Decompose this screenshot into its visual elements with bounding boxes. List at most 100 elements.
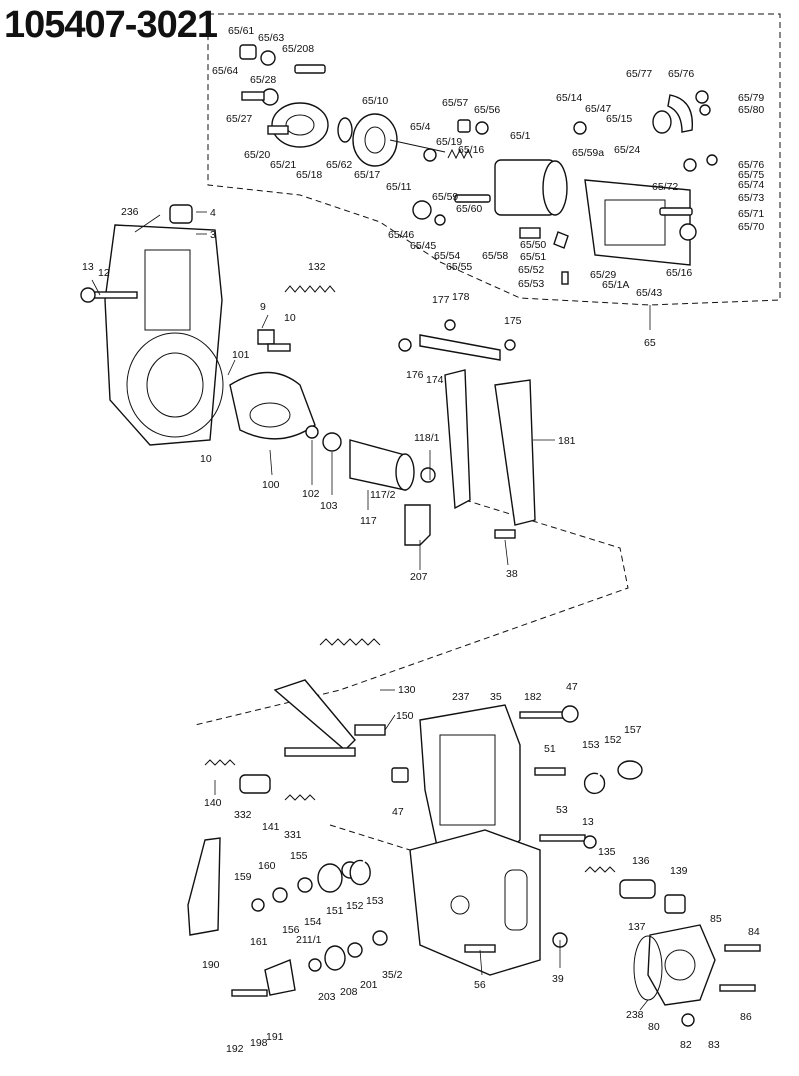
label-65-16: 65/16 xyxy=(458,144,484,156)
subassembly-65-outline xyxy=(207,13,781,306)
leader-lines xyxy=(91,211,651,1011)
label-38: 38 xyxy=(506,568,518,580)
label-85: 85 xyxy=(710,913,722,925)
label-65-76b: 65/76 xyxy=(738,159,764,171)
label-9: 9 xyxy=(260,301,266,313)
part-65-63 xyxy=(260,50,276,66)
label-10b: 10 xyxy=(200,453,212,465)
label-3: 3 xyxy=(210,229,216,241)
part-103-washer xyxy=(322,432,342,452)
part-65-80 xyxy=(699,104,711,116)
part-13-nut-lower xyxy=(583,835,597,849)
label-86: 86 xyxy=(740,1011,752,1023)
part-4-cap xyxy=(169,204,193,224)
part-65-14 xyxy=(573,121,587,135)
label-201: 201 xyxy=(360,979,378,991)
label-103: 103 xyxy=(320,500,338,512)
label-150: 150 xyxy=(396,710,414,722)
label-198: 198 xyxy=(250,1037,268,1049)
part-207-bracket xyxy=(404,504,431,546)
washer-stack xyxy=(251,859,371,912)
label-161: 161 xyxy=(250,936,268,948)
label-101: 101 xyxy=(232,349,250,361)
part-86-bolt xyxy=(719,984,756,992)
label-135: 135 xyxy=(598,846,616,858)
label-65-53: 65/53 xyxy=(518,278,544,290)
part-331-spring xyxy=(284,794,316,801)
label-140: 140 xyxy=(204,797,222,809)
label-65-29: 65/29 xyxy=(590,269,616,281)
part-65-19-spring xyxy=(447,148,473,160)
part-201-stack xyxy=(308,930,388,972)
part-65-57 xyxy=(457,119,471,133)
part-177-pin xyxy=(444,319,456,331)
part-136-sleeve xyxy=(619,879,656,899)
labels-upper: 236 4 3 13 12 132 9 10 101 10 100 102 10… xyxy=(82,206,576,583)
part-102-washer xyxy=(305,425,319,439)
part-65-28 xyxy=(241,88,279,106)
label-65-19: 65/19 xyxy=(436,136,462,148)
label-65-17: 65/17 xyxy=(354,169,380,181)
part-181-lever xyxy=(494,379,536,526)
label-190: 190 xyxy=(202,959,220,971)
label-159: 159 xyxy=(234,871,252,883)
part-65-53 xyxy=(561,271,569,285)
part-65-60 xyxy=(454,194,491,203)
label-65-46: 65/46 xyxy=(388,229,414,241)
label-56: 56 xyxy=(474,979,486,991)
label-238: 238 xyxy=(626,1009,644,1021)
label-156: 156 xyxy=(282,924,300,936)
label-4: 4 xyxy=(210,207,216,219)
label-178: 178 xyxy=(452,291,470,303)
part-157-nut xyxy=(617,760,643,780)
label-65-1a: 65/1A xyxy=(602,279,629,291)
label-132: 132 xyxy=(308,261,326,273)
label-65-4: 65/4 xyxy=(410,121,431,133)
part-190-lever xyxy=(187,837,221,936)
label-65-70: 65/70 xyxy=(738,221,764,233)
part-47-bolt xyxy=(561,705,579,723)
label-175: 175 xyxy=(504,315,522,327)
label-65-54: 65/54 xyxy=(434,250,460,262)
part-65-50 xyxy=(519,227,541,239)
part-332-sleeve xyxy=(239,774,271,794)
label-35-2: 35/2 xyxy=(382,969,403,981)
part-lever-arm xyxy=(444,369,471,510)
label-65-56: 65/56 xyxy=(474,104,500,116)
part-10-bolt xyxy=(267,343,291,352)
part-13-nut xyxy=(80,287,96,303)
label-47a: 47 xyxy=(566,681,578,693)
label-118-1: 118/1 xyxy=(414,432,440,444)
part-82-screw xyxy=(681,1013,695,1027)
label-65-50: 65/50 xyxy=(520,239,546,251)
part-65-71 xyxy=(659,207,693,216)
label-65-1: 65/1 xyxy=(510,130,531,142)
label-65: 65 xyxy=(644,337,656,349)
part-117-sleeve xyxy=(349,439,415,491)
label-65-28: 65/28 xyxy=(250,74,276,86)
label-65-14: 65/14 xyxy=(556,92,582,104)
label-176: 176 xyxy=(406,369,424,381)
part-51-bolt xyxy=(534,767,566,776)
part-65-73 xyxy=(683,154,718,172)
part-65-77 xyxy=(652,110,672,134)
part-140-spring xyxy=(204,759,236,766)
part-65-11-rod xyxy=(389,139,446,153)
label-12: 12 xyxy=(98,267,110,279)
label-100: 100 xyxy=(262,479,280,491)
label-65-208: 65/208 xyxy=(282,43,314,55)
part-65-61 xyxy=(239,44,257,60)
label-65-24: 65/24 xyxy=(614,144,640,156)
label-65-59: 65/59 xyxy=(432,191,458,203)
label-65-59a: 65/59a xyxy=(572,147,604,159)
part-130-spring xyxy=(319,638,381,646)
part-65-45 xyxy=(434,214,446,226)
part-153-clip xyxy=(583,772,606,795)
label-65-76a: 65/76 xyxy=(668,68,694,80)
label-160: 160 xyxy=(258,860,276,872)
label-181: 181 xyxy=(558,435,576,447)
label-65-11: 65/11 xyxy=(386,181,412,193)
part-65-1a-housing xyxy=(584,179,691,266)
